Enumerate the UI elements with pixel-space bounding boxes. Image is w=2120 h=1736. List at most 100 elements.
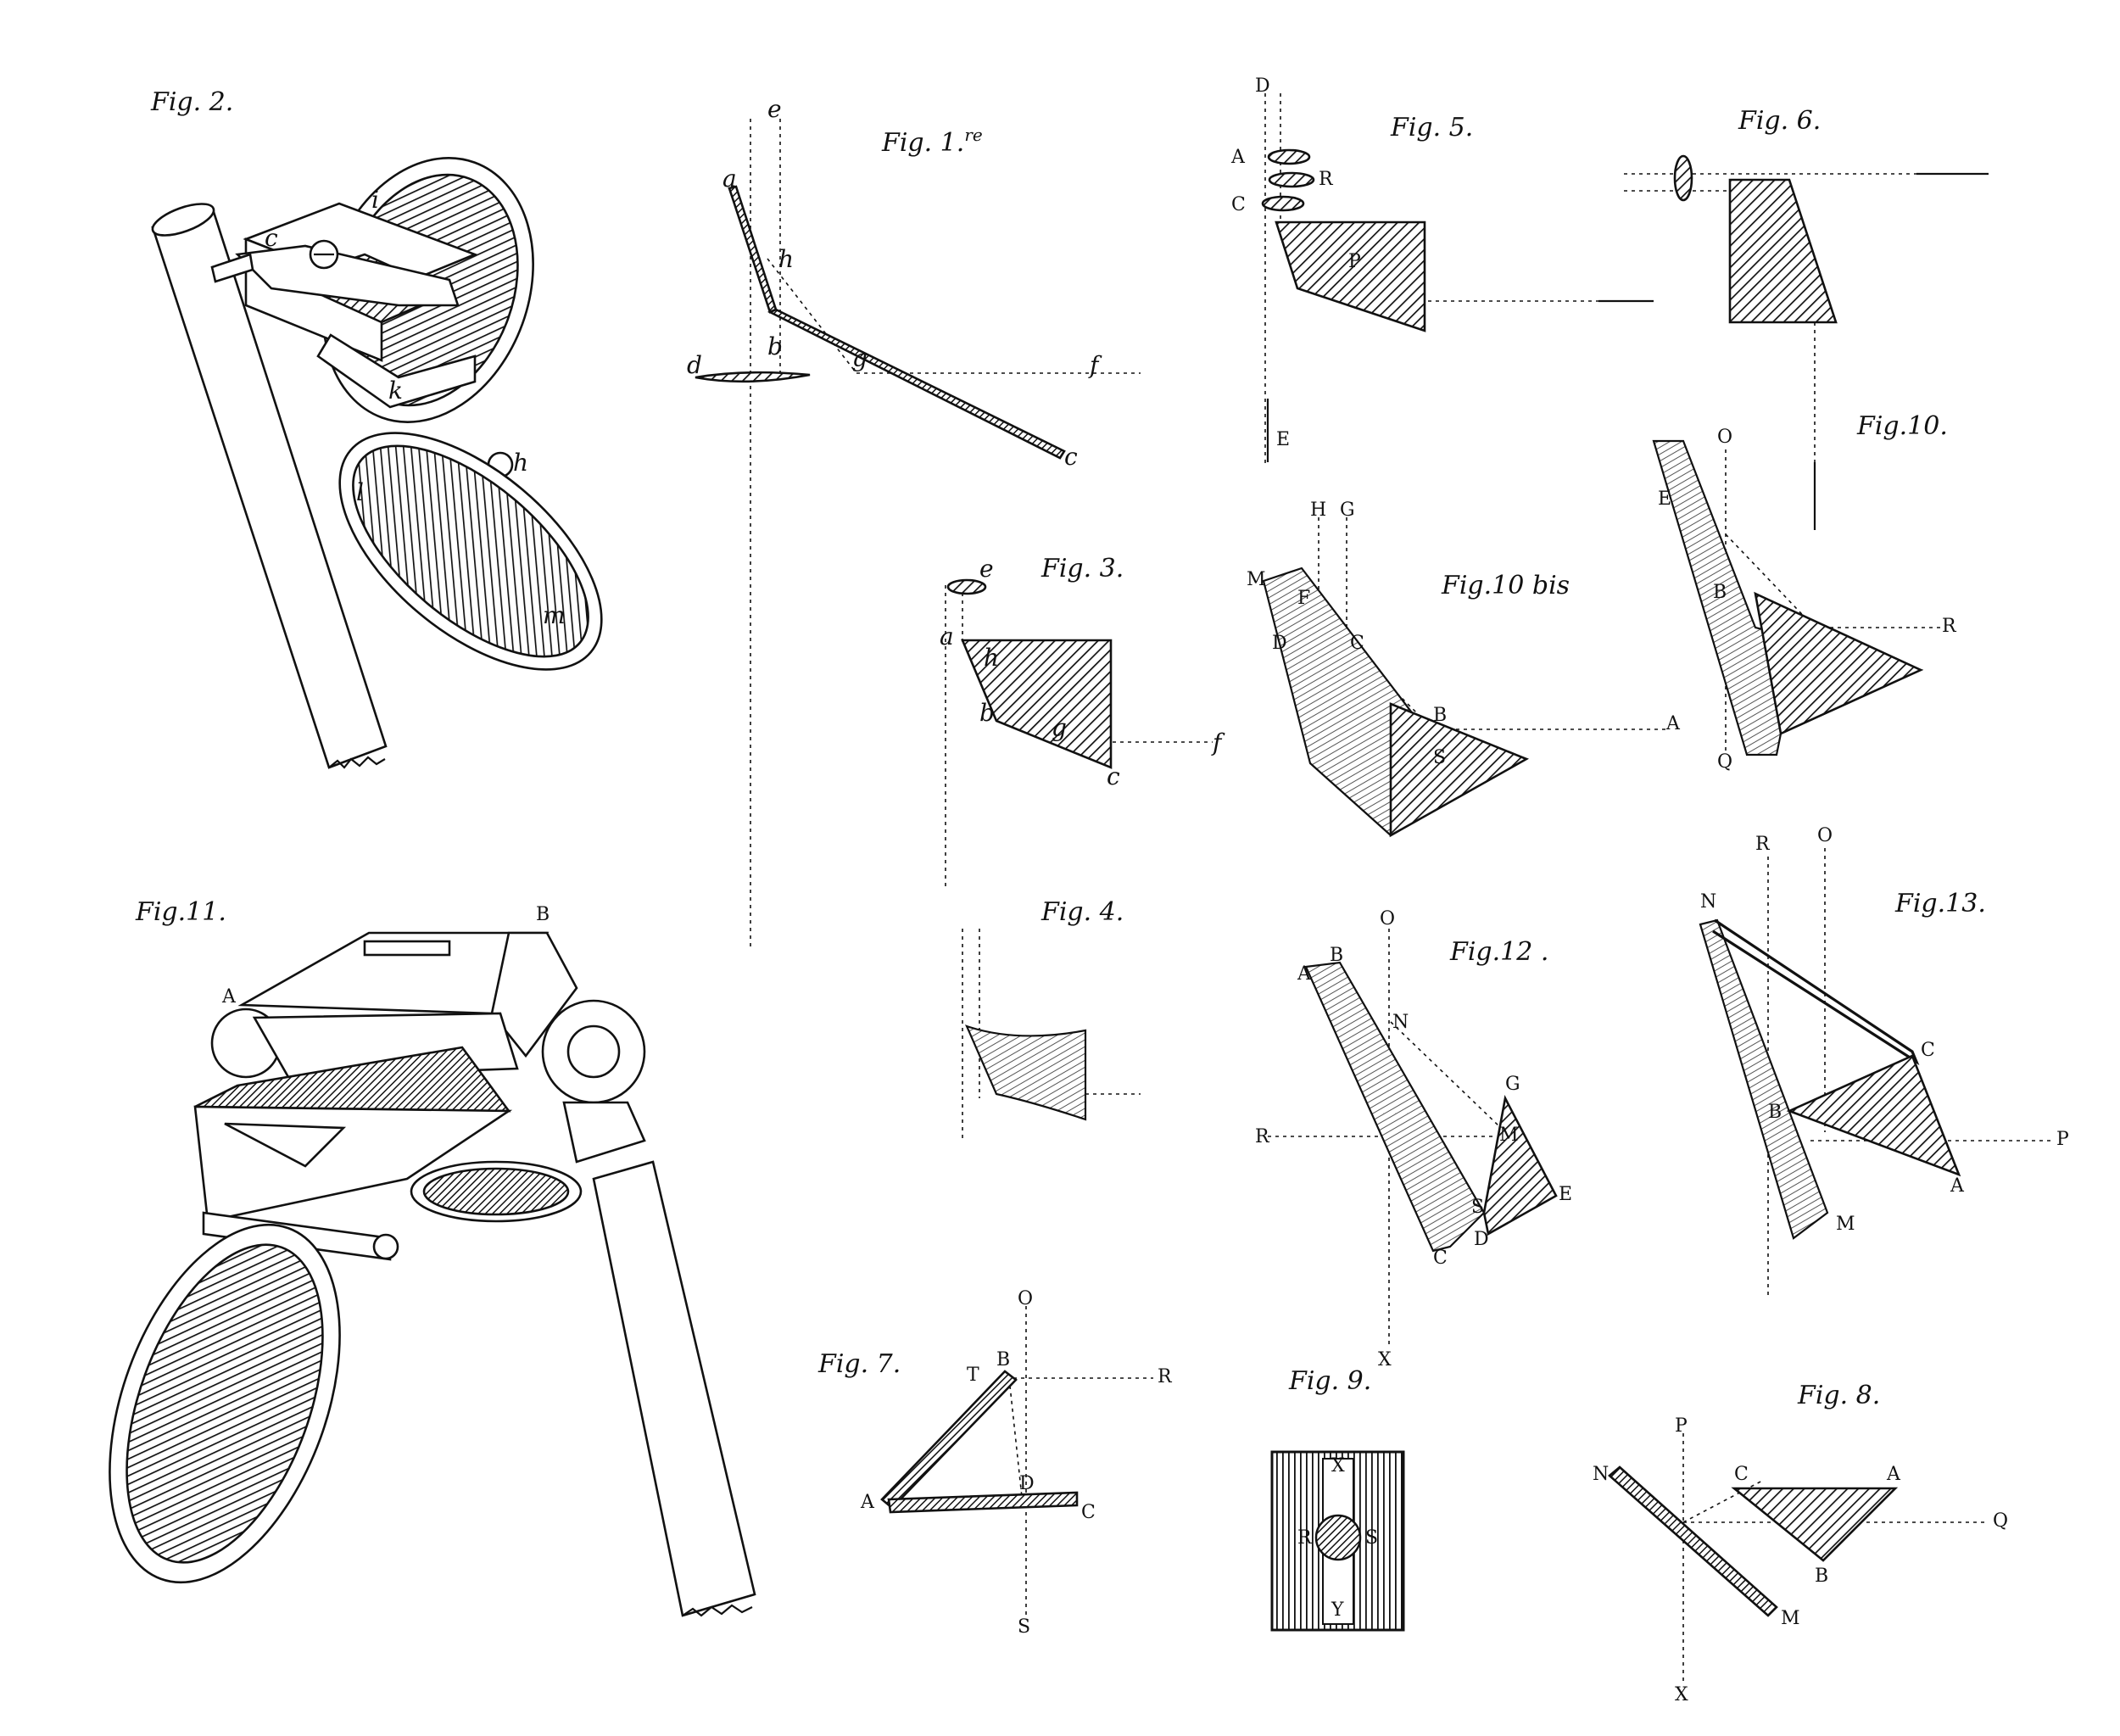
fig10bis-label-B: B — [1433, 705, 1447, 726]
fig11-broken-end — [682, 1604, 753, 1617]
fig13-label-C: C — [1921, 1040, 1935, 1061]
fig13-label-O: O — [1817, 825, 1833, 846]
fig13: Fig.13. A B C M N O P R — [1699, 825, 2069, 1298]
fig3-label-b: b — [979, 699, 995, 727]
fig12: Fig.12 . A B C D E G M N O R S X — [1255, 908, 1572, 1370]
fig9-caption: Fig. 9. — [1288, 1366, 1371, 1396]
fig1-label-e: e — [767, 95, 782, 123]
fig11-small-mirror — [422, 1167, 570, 1216]
fig9-aperture — [1314, 1514, 1362, 1561]
fig1-label-g: g — [852, 344, 868, 372]
fig3-label-g: g — [1052, 714, 1067, 742]
fig12-label-S: S — [1471, 1197, 1484, 1218]
fig3-caption: Fig. 3. — [1040, 554, 1124, 583]
fig4-prism — [965, 1024, 1087, 1121]
fig2-caption: Fig. 2. — [150, 87, 233, 117]
fig12-label-O: O — [1380, 908, 1395, 929]
fig7-label-B: B — [996, 1349, 1010, 1370]
fig11-hinge-pin — [372, 1233, 399, 1260]
fig13-prism-left — [1699, 918, 1829, 1240]
fig13-label-R: R — [1755, 834, 1771, 855]
fig5-label-C: C — [1231, 194, 1246, 215]
fig10-prism-lower — [1754, 591, 1924, 735]
fig11-support-tube — [592, 1160, 756, 1617]
fig8-label-N: N — [1593, 1464, 1609, 1485]
fig12-label-D: D — [1474, 1229, 1489, 1250]
fig7-label-T: T — [967, 1365, 979, 1386]
fig5-label-A: A — [1230, 147, 1246, 168]
fig1-label-h: h — [778, 245, 794, 273]
fig3: Fig. 3. a b c e f g h — [940, 554, 1225, 890]
fig7-mirror-AB — [880, 1370, 1018, 1510]
fig13-label-M: M — [1836, 1214, 1855, 1235]
fig5-label-E: E — [1276, 429, 1290, 450]
fig10-label-O: O — [1717, 427, 1732, 448]
fig4: Fig. 4. — [962, 897, 1141, 1141]
fig9-label-R: R — [1297, 1527, 1313, 1549]
fig13-caption: Fig.13. — [1894, 889, 1986, 918]
fig3-label-a: a — [940, 622, 954, 650]
fig1-label-d: d — [687, 351, 702, 379]
fig1-label-f: f — [1088, 351, 1102, 379]
fig12-caption: Fig.12 . — [1449, 937, 1548, 967]
fig8-mirror-NM — [1608, 1465, 1778, 1617]
fig4-caption: Fig. 4. — [1040, 897, 1124, 927]
fig12-label-N: N — [1392, 1012, 1409, 1033]
fig10bis-label-F: F — [1297, 588, 1310, 609]
fig8-label-Q: Q — [1993, 1510, 2008, 1532]
fig1-label-c: c — [1064, 443, 1078, 471]
fig1-lens-d — [695, 371, 811, 383]
fig12-prism-left — [1304, 961, 1486, 1253]
fig2-label-c: c — [265, 224, 278, 252]
fig11-caption: Fig.11. — [135, 897, 226, 927]
fig7-label-S: S — [1018, 1616, 1030, 1638]
fig10-label-Q: Q — [1717, 751, 1732, 773]
fig2-broken-end — [328, 756, 386, 769]
fig11-label-B: B — [536, 904, 550, 925]
fig2-label-h: h — [513, 449, 528, 477]
fig12-ray-mid — [1390, 1021, 1502, 1129]
fig6-lens — [1673, 154, 1693, 202]
fig8-label-M: M — [1781, 1608, 1800, 1629]
fig9-label-X: X — [1331, 1455, 1345, 1476]
fig3-lens-e — [946, 578, 987, 595]
fig10bis-label-C: C — [1350, 633, 1364, 654]
fig10: Fig.10. B E O Q R — [1652, 411, 1957, 773]
fig11-large-mirror — [126, 1243, 324, 1564]
fig10-label-E: E — [1658, 488, 1671, 510]
fig10-label-R: R — [1942, 616, 1957, 637]
fig5-lens-A — [1267, 148, 1311, 165]
fig2-label-l: l — [356, 478, 364, 506]
fig5: Fig. 5. A C D E P R — [1230, 75, 1654, 466]
fig9-label-S: S — [1365, 1527, 1378, 1549]
fig12-label-R: R — [1255, 1126, 1270, 1147]
fig13-label-A: A — [1950, 1175, 1965, 1197]
fig12-label-G: G — [1505, 1074, 1520, 1095]
fig10bis-label-M: M — [1247, 569, 1266, 590]
fig11-label-A: A — [221, 986, 237, 1008]
fig11-side-plate — [490, 931, 578, 1058]
fig5-label-R: R — [1319, 169, 1334, 190]
fig7: Fig. 7. A B C D O R S T — [817, 1288, 1173, 1638]
fig2-arm — [210, 253, 254, 283]
fig10bis-label-H: H — [1310, 500, 1326, 521]
fig5-label-P: P — [1348, 251, 1361, 272]
fig6-prism — [1728, 178, 1838, 324]
fig2-hinge-frame — [316, 333, 477, 409]
fig13-label-B: B — [1768, 1102, 1782, 1123]
fig3-label-f: f — [1211, 728, 1225, 756]
fig5-label-D: D — [1255, 75, 1270, 97]
fig10bis-label-S: S — [1433, 747, 1446, 768]
fig12-label-E: E — [1559, 1184, 1572, 1205]
fig7-label-C: C — [1081, 1502, 1096, 1523]
fig1-label-a: a — [722, 165, 737, 193]
fig12-prism-right — [1482, 1095, 1558, 1236]
fig8-label-A: A — [1886, 1464, 1901, 1485]
fig2-lever — [235, 244, 460, 307]
fig12-label-C: C — [1433, 1248, 1448, 1269]
fig8: Fig. 8. A B C M N P Q X — [1593, 1381, 2008, 1705]
fig10-ray-mid — [1725, 533, 1816, 628]
fig1-caption: Fig. 1.re — [881, 125, 983, 158]
fig9-label-Y: Y — [1331, 1599, 1344, 1621]
fig1-label-b: b — [767, 332, 783, 360]
